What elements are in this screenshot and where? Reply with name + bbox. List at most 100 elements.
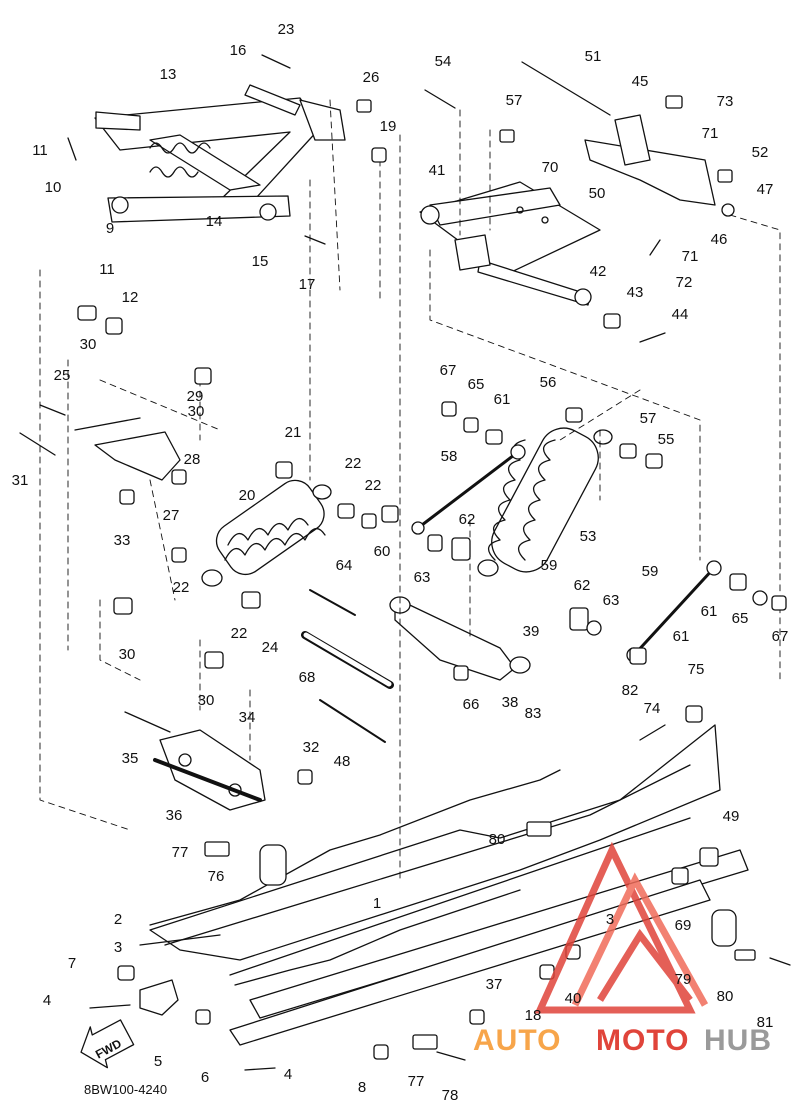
callout-77: 77	[172, 844, 189, 861]
callout-61: 61	[673, 628, 690, 645]
callout-57: 57	[640, 410, 657, 427]
callout-75: 75	[688, 661, 705, 678]
front-link	[74, 417, 181, 481]
callout-82: 82	[622, 682, 639, 699]
callout-50: 50	[589, 185, 606, 202]
callout-56: 56	[540, 374, 557, 391]
callout-5: 5	[154, 1053, 162, 1070]
spring-coils	[149, 142, 211, 178]
callout-62: 62	[459, 511, 476, 528]
watermark-text-moto: MOTO	[596, 1024, 690, 1057]
callout-76: 76	[208, 868, 225, 885]
slide-rail-right	[139, 769, 561, 986]
callout-31: 31	[12, 472, 29, 489]
callout-61: 61	[494, 391, 511, 408]
forward-direction-arrow	[80, 1019, 135, 1069]
slide-rail-left	[149, 724, 749, 1046]
callout-7: 7	[68, 955, 76, 972]
callout-74: 74	[644, 700, 661, 717]
callout-72: 72	[676, 274, 693, 291]
callout-4: 4	[284, 1066, 292, 1083]
callout-26: 26	[363, 69, 380, 86]
callout-64: 64	[336, 557, 353, 574]
callout-39: 39	[523, 623, 540, 640]
callout-40: 40	[565, 990, 582, 1007]
callout-71: 71	[682, 248, 699, 265]
callout-12: 12	[122, 289, 139, 306]
callout-59: 59	[642, 563, 659, 580]
diagram-code: 8BW100-4240	[84, 1082, 168, 1097]
callout-4: 4	[43, 992, 51, 1009]
assembly-guide-lines	[39, 99, 781, 881]
callout-46: 46	[711, 231, 728, 248]
callout-8: 8	[358, 1079, 366, 1096]
callout-16: 16	[230, 42, 247, 59]
callout-37: 37	[486, 976, 503, 993]
callout-47: 47	[757, 181, 774, 198]
rear-bracket	[584, 114, 716, 206]
callout-33: 33	[114, 532, 131, 549]
callout-10: 10	[45, 179, 62, 196]
callout-36: 36	[166, 807, 183, 824]
callout-52: 52	[752, 144, 769, 161]
callout-70: 70	[542, 159, 559, 176]
callout-63: 63	[414, 569, 431, 586]
callout-83: 83	[525, 705, 542, 722]
callout-25: 25	[54, 367, 71, 384]
callout-22: 22	[231, 625, 248, 642]
callout-2: 2	[114, 911, 122, 928]
callout-34: 34	[239, 709, 256, 726]
callout-65: 65	[732, 610, 749, 627]
callout-69: 69	[675, 917, 692, 934]
callout-63: 63	[603, 592, 620, 609]
callout-42: 42	[590, 263, 607, 280]
callout-62: 62	[574, 577, 591, 594]
fasteners	[77, 95, 787, 1060]
callout-9: 9	[106, 220, 114, 237]
callout-66: 66	[463, 696, 480, 713]
callout-55: 55	[658, 431, 675, 448]
callout-11: 11	[99, 261, 115, 278]
callout-14: 14	[206, 213, 223, 230]
callout-81: 81	[757, 1014, 774, 1031]
callout-80: 80	[489, 831, 506, 848]
callout-41: 41	[429, 162, 446, 179]
callout-18: 18	[525, 1007, 542, 1024]
callout-80: 80	[717, 988, 734, 1005]
callout-60: 60	[374, 543, 391, 560]
callout-30: 30	[119, 646, 136, 663]
callout-30: 30	[188, 403, 205, 420]
callout-32: 32	[303, 739, 320, 756]
callout-53: 53	[580, 528, 597, 545]
callout-17: 17	[299, 276, 316, 293]
callout-22: 22	[345, 455, 362, 472]
callout-21: 21	[285, 424, 302, 441]
callout-3: 3	[606, 911, 614, 928]
callout-27: 27	[163, 507, 180, 524]
rear-shock-absorber	[477, 427, 613, 577]
callout-67: 67	[440, 362, 457, 379]
callout-48: 48	[334, 753, 351, 770]
callout-20: 20	[239, 487, 256, 504]
callout-22: 22	[365, 477, 382, 494]
callout-57: 57	[506, 92, 523, 109]
callout-45: 45	[632, 73, 649, 90]
callout-68: 68	[299, 669, 316, 686]
callout-11: 11	[32, 142, 48, 159]
callout-1: 1	[373, 895, 381, 912]
callout-3: 3	[114, 939, 122, 956]
callout-49: 49	[723, 808, 740, 825]
callout-6: 6	[201, 1069, 209, 1086]
callout-67: 67	[772, 628, 789, 645]
rear-arm	[419, 181, 601, 306]
callout-22: 22	[173, 579, 190, 596]
callout-13: 13	[160, 66, 177, 83]
callout-35: 35	[122, 750, 139, 767]
watermark-logo	[534, 841, 709, 1014]
callout-15: 15	[252, 253, 269, 270]
callout-58: 58	[441, 448, 458, 465]
callout-54: 54	[435, 53, 452, 70]
callout-78: 78	[442, 1087, 459, 1104]
callout-61: 61	[701, 603, 718, 620]
